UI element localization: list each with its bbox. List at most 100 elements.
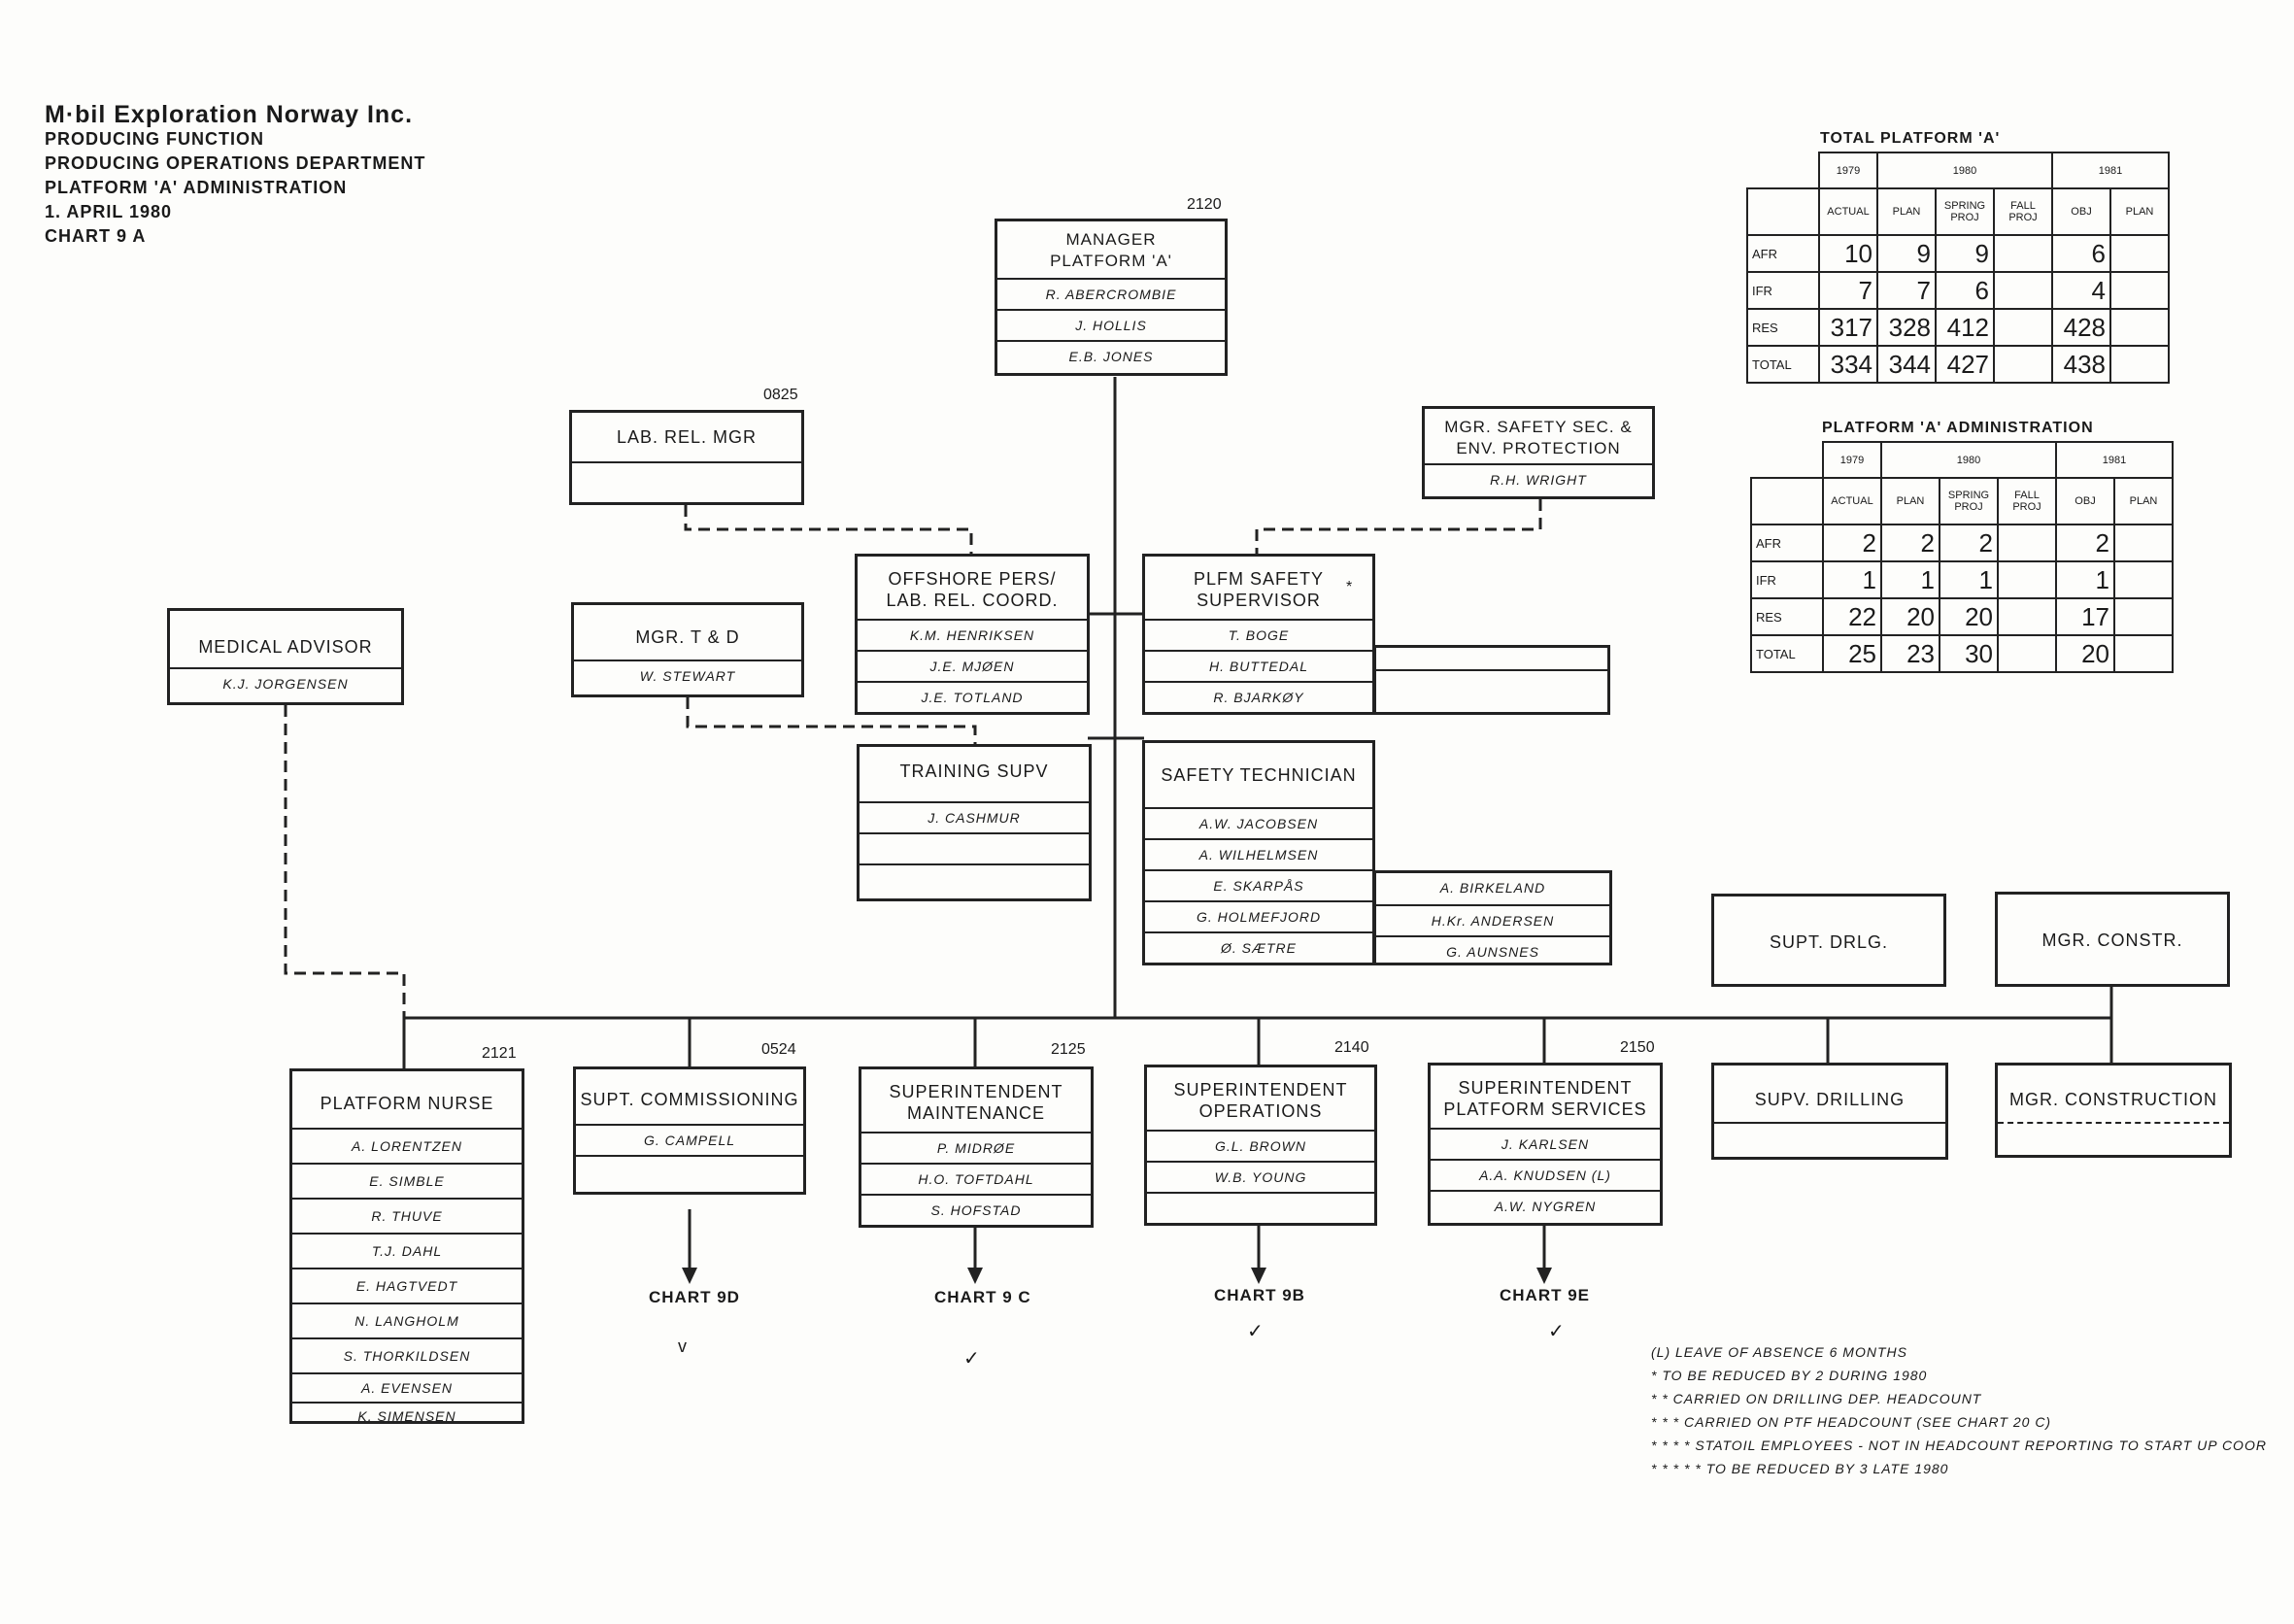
nurse-title: PLATFORM NURSE bbox=[320, 1094, 494, 1113]
cell: 1 bbox=[1822, 560, 1882, 599]
cell: 438 bbox=[2051, 345, 2111, 384]
cell: 7 bbox=[1818, 271, 1878, 310]
supt-operations-box: SUPERINTENDENT OPERATIONS G.L. BROWN W.B… bbox=[1144, 1065, 1377, 1226]
footnote-6: * * * * * TO BE REDUCED BY 3 LATE 1980 bbox=[1651, 1461, 1949, 1476]
training-slot-3 bbox=[860, 863, 1089, 895]
col-spring-proj: SPRING PROJ bbox=[1939, 477, 1999, 525]
maintenance-name-3: S. HOFSTAD bbox=[861, 1194, 1091, 1225]
total-platform-table: 1979 1980 1981 ACTUAL PLAN SPRING PROJ F… bbox=[1746, 152, 2170, 384]
cell bbox=[1993, 345, 2053, 384]
cell: 1 bbox=[2055, 560, 2115, 599]
cell: 4 bbox=[2051, 271, 2111, 310]
supvdrilling-slot bbox=[1714, 1122, 1945, 1153]
operations-title-1: SUPERINTENDENT bbox=[1173, 1080, 1348, 1100]
mgr-constr-box: MGR. CONSTR. bbox=[1995, 892, 2230, 987]
row-afr: AFR bbox=[1750, 524, 1824, 562]
medical-name-1: K.J. JORGENSEN bbox=[170, 667, 401, 698]
cell bbox=[2113, 560, 2174, 599]
maintenance-title-2: MAINTENANCE bbox=[906, 1103, 1045, 1123]
cell: 23 bbox=[1880, 634, 1940, 673]
year-1979: 1979 bbox=[1818, 152, 1878, 189]
cell: 317 bbox=[1818, 308, 1878, 347]
chart-9e-ref[interactable]: CHART 9E bbox=[1500, 1286, 1591, 1304]
cell: 1 bbox=[1880, 560, 1940, 599]
row-ifr: IFR bbox=[1750, 560, 1824, 599]
chart-9c-ref[interactable]: CHART 9 C bbox=[934, 1288, 1031, 1306]
safetysup-extension-slot bbox=[1376, 669, 1607, 700]
cell: 2 bbox=[2055, 524, 2115, 562]
cell bbox=[2109, 271, 2170, 310]
cell: 6 bbox=[2051, 234, 2111, 273]
nurse-name-4: T.J. DAHL bbox=[292, 1233, 522, 1268]
manager-title-2: PLATFORM 'A' bbox=[1050, 252, 1172, 270]
services-name-3: A.W. NYGREN bbox=[1431, 1190, 1660, 1221]
nurse-name-5: E. HAGTVEDT bbox=[292, 1268, 522, 1303]
safety-technician-extension-box: A. BIRKELAND H.Kr. ANDERSEN G. AUNSNES bbox=[1373, 870, 1612, 965]
safetytech-ext-name-1: A. BIRKELAND bbox=[1439, 880, 1546, 896]
operations-box-number: 2140 bbox=[1334, 1039, 1369, 1056]
col-plan-1981: PLAN bbox=[2109, 187, 2170, 236]
cell: 6 bbox=[1935, 271, 1995, 310]
cell bbox=[1993, 234, 2053, 273]
nurse-name-9: K. SIMENSEN bbox=[292, 1402, 522, 1429]
cell: 2 bbox=[1822, 524, 1882, 562]
mgrsafety-title-1: MGR. SAFETY SEC. & bbox=[1444, 418, 1633, 436]
mgrsafety-title-2: ENV. PROTECTION bbox=[1456, 439, 1621, 457]
safetysup-title-1: PLFM SAFETY bbox=[1193, 569, 1325, 589]
header-line-function: PRODUCING FUNCTION bbox=[45, 129, 264, 149]
platform-nurse-box: PLATFORM NURSE A. LORENTZEN E. SIMBLE R.… bbox=[289, 1068, 524, 1424]
safetytech-name-4: G. HOLMEFJORD bbox=[1145, 900, 1372, 931]
col-obj: OBJ bbox=[2055, 477, 2115, 525]
safetytech-name-1: A.W. JACOBSEN bbox=[1145, 807, 1372, 838]
col-plan: PLAN bbox=[1876, 187, 1937, 236]
manager-box-number: 2120 bbox=[1187, 196, 1222, 213]
offshore-name-2: J.E. MJØEN bbox=[858, 650, 1087, 681]
cell: 9 bbox=[1935, 234, 1995, 273]
services-name-2: A.A. KNUDSEN (L) bbox=[1431, 1159, 1660, 1190]
chart-9c-check-mark: ✓ bbox=[963, 1348, 980, 1370]
cell: 9 bbox=[1876, 234, 1937, 273]
operations-name-2: W.B. YOUNG bbox=[1147, 1161, 1374, 1192]
cell: 20 bbox=[1939, 597, 1999, 636]
mgrconstruction-slot bbox=[1998, 1122, 2229, 1153]
maintenance-box-number: 2125 bbox=[1051, 1041, 1086, 1058]
col-fall-proj: FALL PROJ bbox=[1993, 187, 2053, 236]
supvdrilling-title: SUPV. DRILLING bbox=[1754, 1090, 1906, 1109]
offshore-name-3: J.E. TOTLAND bbox=[858, 681, 1087, 712]
cell: 344 bbox=[1876, 345, 1937, 384]
col-plan: PLAN bbox=[1880, 477, 1940, 525]
col-spring-proj: SPRING PROJ bbox=[1935, 187, 1995, 236]
col-plan-1981: PLAN bbox=[2113, 477, 2174, 525]
medical-advisor-box: MEDICAL ADVISOR K.J. JORGENSEN bbox=[167, 608, 404, 705]
supt-commissioning-box: SUPT. COMMISSIONING G. CAMPELL bbox=[573, 1066, 806, 1195]
row-total: TOTAL bbox=[1746, 345, 1820, 384]
safetytech-name-5: Ø. SÆTRE bbox=[1145, 931, 1372, 963]
nurse-name-3: R. THUVE bbox=[292, 1198, 522, 1233]
chart-9d-ref[interactable]: CHART 9D bbox=[649, 1288, 740, 1306]
footnote-1: (L) LEAVE OF ABSENCE 6 MONTHS bbox=[1651, 1344, 1907, 1360]
year-1980: 1980 bbox=[1880, 441, 2057, 479]
cell: 334 bbox=[1818, 345, 1878, 384]
footnote-4: * * * CARRIED ON PTF HEADCOUNT (SEE CHAR… bbox=[1651, 1414, 2052, 1430]
supv-drilling-box: SUPV. DRILLING bbox=[1711, 1063, 1948, 1160]
chart-9b-ref[interactable]: CHART 9B bbox=[1214, 1286, 1305, 1304]
safety-supervisor-box: PLFM SAFETY SUPERVISOR T. BOGE H. BUTTED… bbox=[1142, 554, 1375, 715]
maintenance-name-2: H.O. TOFTDAHL bbox=[861, 1163, 1091, 1194]
nurse-name-7: S. THORKILDSEN bbox=[292, 1337, 522, 1372]
cell bbox=[2109, 308, 2170, 347]
cell: 1 bbox=[1939, 560, 1999, 599]
cell bbox=[2113, 634, 2174, 673]
cell: 25 bbox=[1822, 634, 1882, 673]
cell: 30 bbox=[1939, 634, 1999, 673]
labrel-name-slot bbox=[572, 461, 801, 492]
supt-maintenance-box: SUPERINTENDENT MAINTENANCE P. MIDRØE H.O… bbox=[859, 1066, 1094, 1228]
document-header: M·bil Exploration Norway Inc. PRODUCING … bbox=[45, 103, 425, 249]
labrel-box-number: 0825 bbox=[763, 387, 798, 403]
commissioning-slot-2 bbox=[576, 1155, 803, 1186]
safetytech-ext-name-2: H.Kr. ANDERSEN bbox=[1376, 904, 1609, 935]
nurse-name-6: N. LANGHOLM bbox=[292, 1303, 522, 1337]
row-afr: AFR bbox=[1746, 234, 1820, 273]
manager-name-1: R. ABERCROMBIE bbox=[997, 278, 1225, 309]
safetysup-name-3: R. BJARKØY bbox=[1145, 681, 1372, 712]
